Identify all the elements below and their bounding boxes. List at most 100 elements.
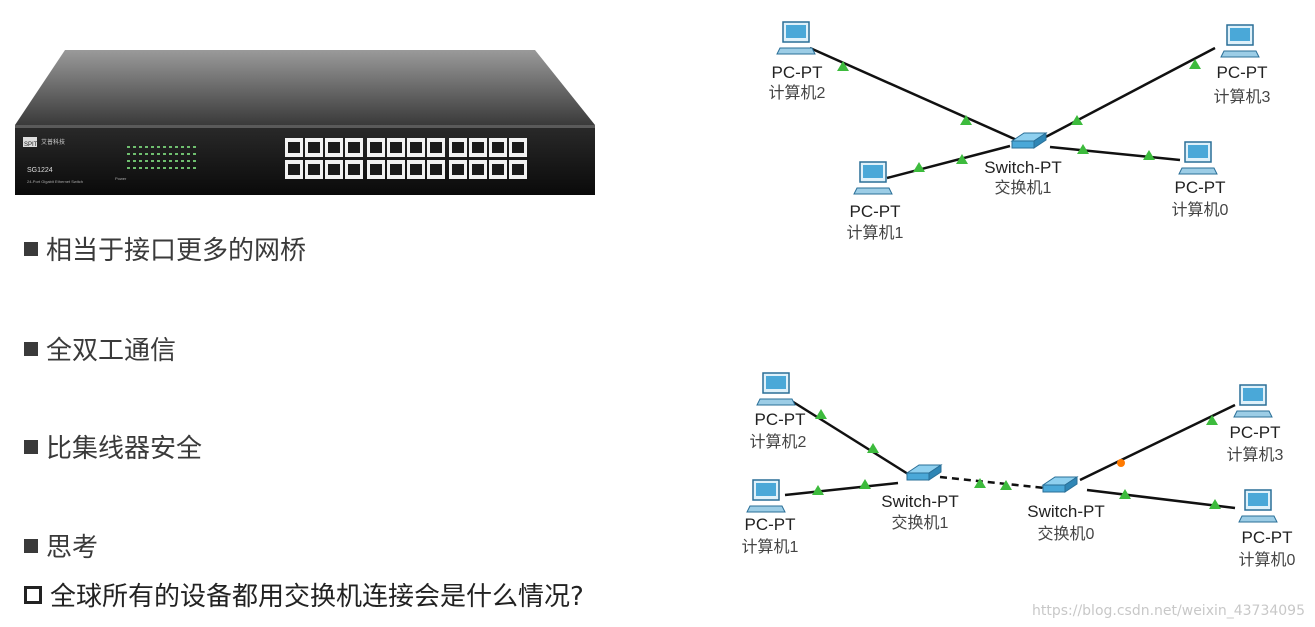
status-led: [163, 167, 166, 169]
link-up-indicator: [1206, 415, 1218, 425]
link-up-indicator: [815, 409, 827, 419]
status-led: [145, 167, 148, 169]
status-led: [163, 146, 166, 148]
pc-icon[interactable]: [746, 479, 786, 513]
status-led: [157, 146, 160, 148]
pc-icon[interactable]: [1220, 24, 1260, 58]
status-led: [175, 167, 178, 169]
ethernet-port-socket: [430, 142, 442, 153]
link-up-indicator: [960, 115, 972, 125]
ethernet-ports: [285, 138, 527, 179]
ethernet-port-socket: [472, 142, 484, 153]
ethernet-port-socket: [348, 164, 360, 175]
bullet-item-1: 相当于接口更多的网桥: [24, 230, 306, 267]
status-led: [133, 167, 136, 169]
ethernet-port-socket: [472, 164, 484, 175]
switch-icon[interactable]: [1010, 132, 1048, 149]
switch-type-label: Switch-PT: [1027, 502, 1104, 521]
status-led: [139, 160, 142, 162]
status-led: [175, 153, 178, 155]
status-led: [127, 153, 130, 155]
switch-name-label: 交换机0: [1038, 525, 1095, 543]
pc-name-label: 计算机2: [769, 83, 826, 102]
status-led: [181, 167, 184, 169]
status-led: [163, 153, 166, 155]
status-led: [193, 167, 196, 169]
ethernet-port-socket: [370, 164, 382, 175]
pc-type-label: PC-PT: [745, 515, 796, 534]
status-led: [157, 160, 160, 162]
status-led: [193, 146, 196, 148]
ethernet-port-socket: [452, 164, 464, 175]
pc-type-label: PC-PT: [850, 202, 901, 221]
ethernet-port-socket: [410, 164, 422, 175]
link-pc3-switch: [1037, 46, 1216, 143]
status-led: [169, 160, 172, 162]
status-led: [145, 153, 148, 155]
switch-model: SG1224: [27, 167, 53, 174]
switch-icon[interactable]: [905, 464, 943, 481]
pc-icon[interactable]: [1178, 141, 1218, 175]
bullet-item-2: 全双工通信: [24, 330, 176, 367]
link-status-indicators: [837, 59, 1201, 172]
status-led: [151, 167, 154, 169]
bullet-text: 思考: [46, 533, 99, 563]
status-led: [163, 160, 166, 162]
switch-name-label: 交换机1: [892, 514, 949, 532]
topology-diagram-single-switch: Switch-PT 交换机1 PC-PT 计算机2 PC-PT 计算机3 PC-…: [769, 21, 1271, 242]
status-led: [187, 153, 190, 155]
status-led: [157, 167, 160, 169]
topology-diagram-two-switches: Switch-PT 交换机1 Switch-PT 交换机0 PC-PT 计算机2…: [742, 372, 1296, 569]
ethernet-port-socket: [512, 164, 524, 175]
pc-icon[interactable]: [1233, 384, 1273, 418]
pc-name-label: 计算机3: [1227, 445, 1284, 464]
status-led: [139, 167, 142, 169]
status-led: [145, 160, 148, 162]
status-led: [193, 160, 196, 162]
link-up-indicator: [1077, 144, 1089, 154]
ethernet-port-socket: [348, 142, 360, 153]
link-up-indicator: [859, 479, 871, 489]
network-links: [809, 46, 1216, 180]
pc-icon[interactable]: [853, 161, 893, 195]
pc-type-label: PC-PT: [1230, 423, 1281, 442]
link-up-indicator: [1143, 150, 1155, 160]
status-led: [133, 160, 136, 162]
ethernet-port-socket: [308, 164, 320, 175]
link-pc0-switch0: [1086, 488, 1236, 510]
pc-icon[interactable]: [756, 372, 796, 406]
bullet-square-icon: [24, 439, 38, 454]
link-up-indicator: [1000, 480, 1012, 490]
pc-name-label: 计算机3: [1214, 87, 1271, 106]
link-pc0-switch: [1049, 145, 1181, 162]
network-links: [784, 398, 1236, 510]
status-led: [169, 146, 172, 148]
status-led: [139, 153, 142, 155]
link-up-indicator: [1209, 499, 1221, 509]
switch-icon[interactable]: [1041, 476, 1079, 493]
pc-name-label: 计算机0: [1172, 200, 1229, 219]
ethernet-port-socket: [308, 142, 320, 153]
status-led: [169, 153, 172, 155]
ethernet-port-socket: [430, 164, 442, 175]
status-led: [151, 146, 154, 148]
bullet-square-icon: [24, 341, 38, 356]
pc-icon[interactable]: [776, 21, 816, 55]
ethernet-port-socket: [328, 164, 340, 175]
status-led: [151, 153, 154, 155]
status-led: [175, 160, 178, 162]
bullet-text: 全双工通信: [46, 336, 177, 366]
switch-type-label: Switch-PT: [881, 492, 958, 511]
link-status-indicators: [812, 409, 1221, 509]
status-led: [127, 167, 130, 169]
link-pc2-switch1: [789, 398, 909, 476]
link-pc1-switch: [886, 144, 1011, 180]
bullet-item-5: 全球所有的设备都用交换机连接会是什么情况?: [24, 576, 584, 613]
pc-icon[interactable]: [1238, 489, 1278, 523]
bullet-item-4: 思考: [24, 527, 98, 564]
link-pc2-switch: [809, 46, 1029, 147]
status-led: [193, 153, 196, 155]
switch-power-label: Power: [115, 176, 127, 181]
bullet-text: 相当于接口更多的网桥: [46, 236, 307, 266]
bullet-text: 全球所有的设备都用交换机连接会是什么情况?: [50, 582, 584, 612]
